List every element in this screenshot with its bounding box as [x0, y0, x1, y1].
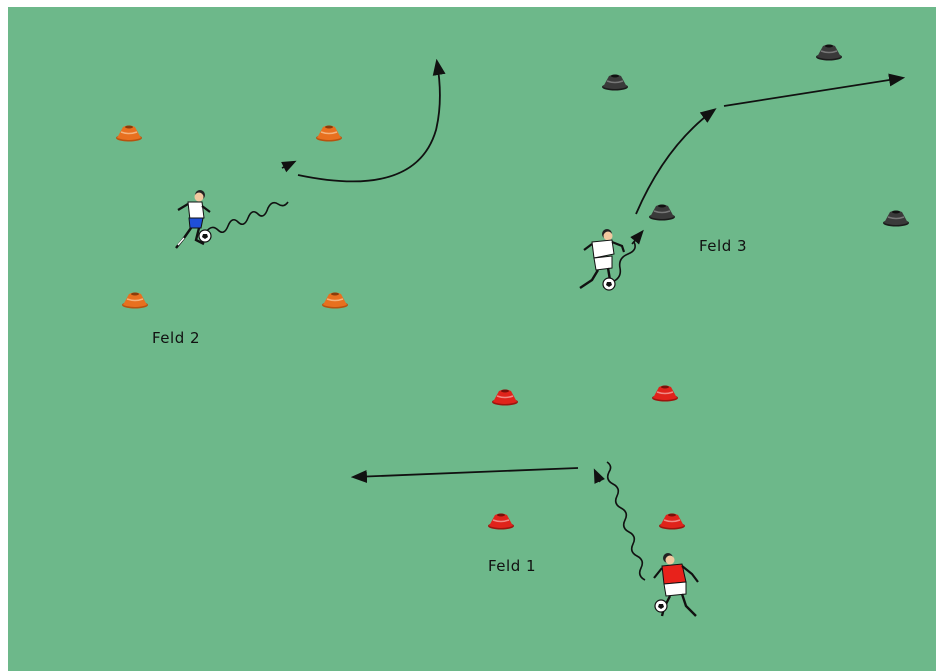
cone-icon [492, 390, 518, 406]
arrow-icon [724, 78, 902, 106]
cone-icon [488, 514, 514, 530]
dribble-path-icon [607, 462, 645, 580]
cone-icon [116, 126, 142, 142]
cone-icon [602, 75, 628, 91]
field-label-feld-3: Feld 3 [699, 237, 747, 255]
cone-icon [816, 45, 842, 61]
cone-icon [649, 205, 675, 221]
dribble-path-icon [206, 202, 288, 232]
arrow-icon [595, 471, 600, 482]
cone-icon [322, 293, 348, 309]
soccer-ball-icon [199, 230, 211, 242]
cone-icon [659, 514, 685, 530]
arrow-icon [632, 232, 642, 244]
field-label-feld-1: Feld 1 [488, 557, 536, 575]
cone-icon [652, 386, 678, 402]
cone-icon [316, 126, 342, 142]
soccer-ball-icon [603, 278, 615, 290]
arrow-icon [282, 162, 294, 168]
cone-icon [122, 293, 148, 309]
field-label-feld-2: Feld 2 [152, 329, 200, 347]
arrow-icon [298, 62, 440, 181]
arrow-icon [636, 110, 714, 214]
cone-icon [883, 211, 909, 227]
soccer-ball-icon [655, 600, 667, 612]
arrow-icon [354, 468, 578, 477]
